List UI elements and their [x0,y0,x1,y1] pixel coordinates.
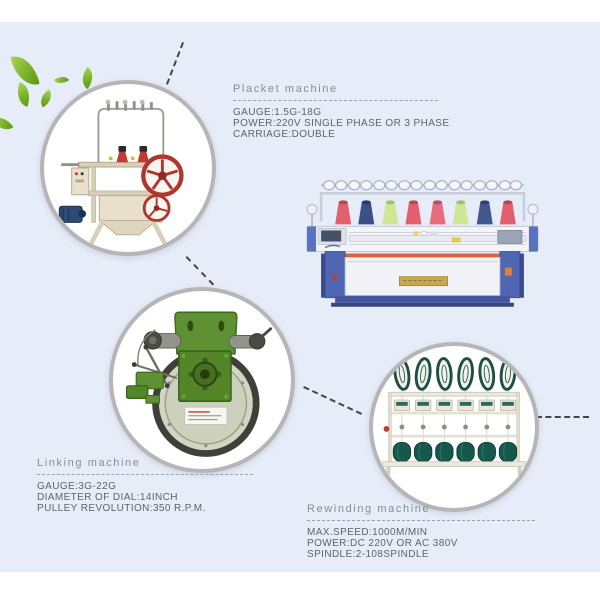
orange-stripe [337,253,522,258]
placket-spec-block: Placket machine GAUGE:1.5G-18G POWER:220… [233,83,449,140]
placket-spec-carriage: CARRIAGE:DOUBLE [233,129,336,140]
machine-base [321,251,524,307]
frame-rails [383,391,520,462]
rewinding-spec-spindle: SPINDLE:2-108SPINDLE [307,549,429,560]
yarn-cones [335,200,516,225]
placket-machine-photo [58,99,184,245]
bottom-shelf [382,461,526,476]
placket-spec-power: POWER:220V SINGLE PHASE OR 3 PHASE [233,118,450,129]
red-pulley-wheels [141,154,184,222]
rewinding-spec-power: POWER:DC 220V OR AC 380V [307,538,458,549]
red-yarn-holders [108,146,149,163]
green-head [174,311,238,403]
linking-spec-gauge: GAUGE:3G-22G [37,481,117,492]
rewinding-machine-photo-circle [369,342,539,512]
dashed-divider [307,520,535,521]
motor [58,205,86,223]
gold-nameplate [399,276,449,287]
placket-spec-gauge: GAUGE:1.5G-18G [233,107,322,118]
yarn-guide-rail [306,180,539,228]
dashed-divider [37,474,253,475]
control-screen [321,230,342,242]
wire-creel-frame [97,99,165,163]
rewinding-machine-photo [382,357,526,476]
shafts-and-crank [143,327,273,350]
threads [401,390,509,447]
linking-spec-block: Linking machine GAUGE:3G-22G DIAMETER OF… [37,457,253,514]
dashed-divider [233,100,438,101]
tension-units [393,399,517,430]
brand-logo-swoosh [324,244,341,249]
linking-machine-photo-circle [109,287,295,473]
rewinding-spec-block: Rewinding machine MAX.SPEED:1000M/MIN PO… [307,503,535,560]
side-tension-unit [497,230,523,244]
linking-title: Linking machine [37,457,141,469]
linking-spec-pulley: PULLEY REVOLUTION:350 R.P.M. [37,503,206,514]
linking-spec-dial: DIAMETER OF DIAL:14INCH [37,492,178,503]
rewinding-spec-speed: MAX.SPEED:1000M/MIN [307,527,428,538]
carriage-body [306,225,539,253]
linking-machine-photo [125,311,273,457]
flat-knitting-machine-photo [301,177,544,311]
placket-machine-photo-circle [40,80,216,256]
winding-wheels [393,357,517,391]
dashed-connector [536,416,589,418]
yarn-packages [392,441,518,463]
left-arm-assembly [125,329,178,404]
rewinding-title: Rewinding machine [307,503,431,515]
placket-title: Placket machine [233,83,338,95]
control-box [71,167,90,196]
